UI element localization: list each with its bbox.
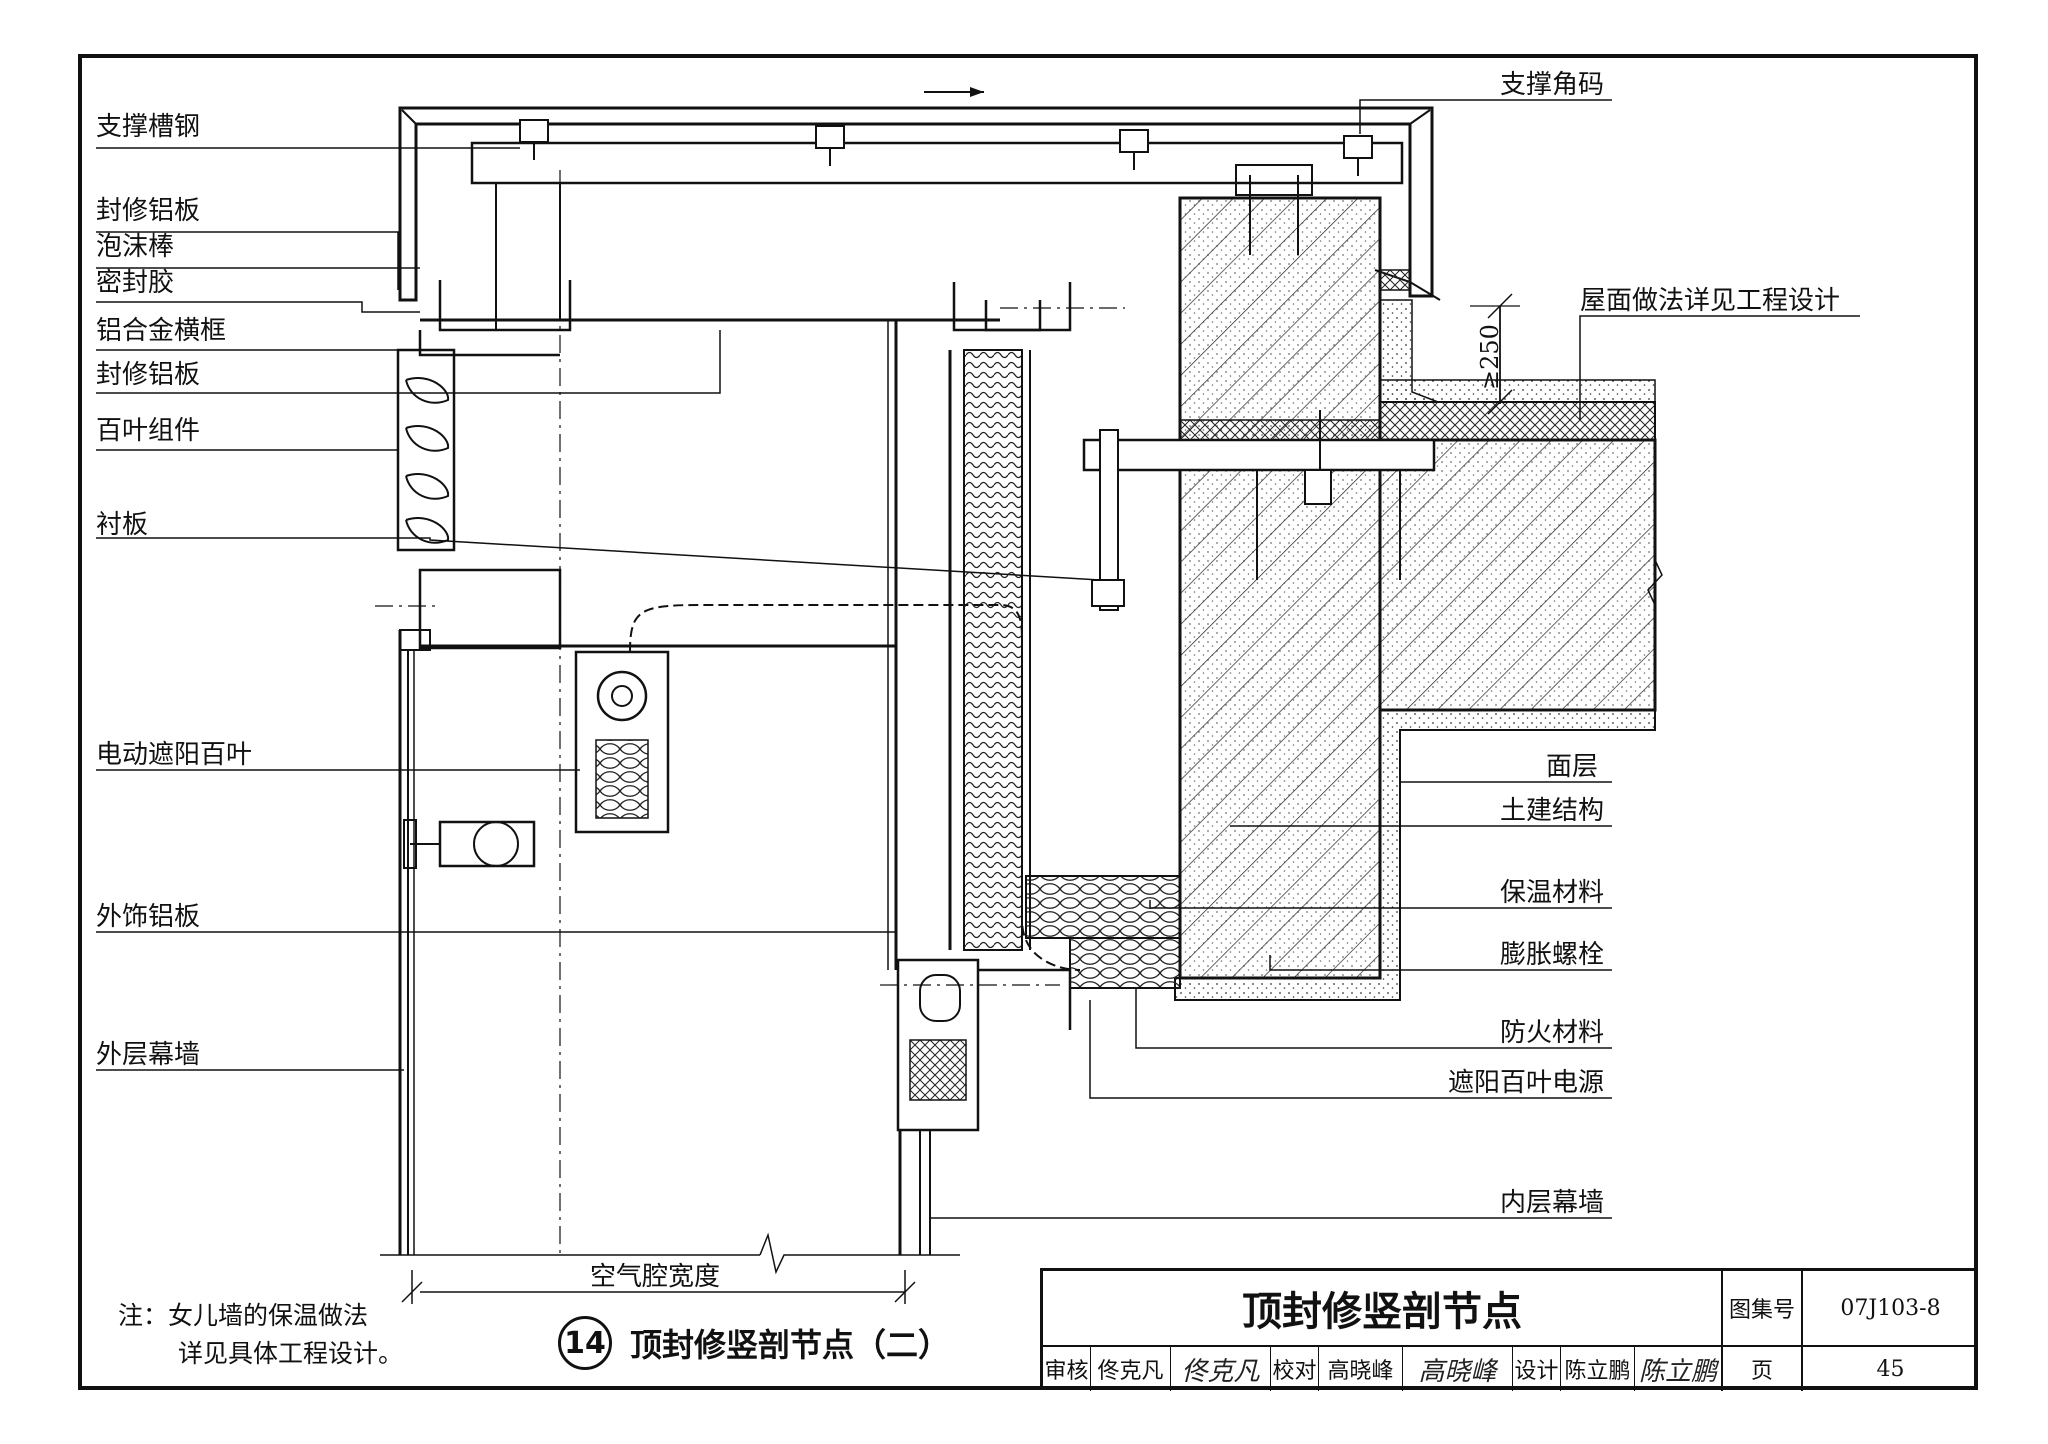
label-foam-rod: 泡沫棒 — [96, 232, 175, 262]
atlas-number: 07J103-8 — [1803, 1271, 1978, 1347]
title-block: 顶封修竖剖节点 图集号 07J103-8 审核 佟克凡 佟克凡 校对 高晓峰 高… — [1040, 1268, 1978, 1391]
label-transom: 铝合金横框 — [96, 316, 227, 346]
label-motor-blind: 电动遮阳百叶 — [96, 740, 253, 770]
label-outer-wall: 外层幕墙 — [96, 1040, 201, 1070]
fireproof-block — [1069, 937, 1181, 989]
detail-number-badge: 14 — [558, 1316, 612, 1370]
check-label: 校对 — [1271, 1347, 1319, 1391]
label-backing-plate: 衬板 — [96, 510, 149, 540]
power-cable — [629, 604, 1081, 971]
label-trim-panel-1: 封修铝板 — [96, 196, 201, 226]
designer-signature: 陈立鹏 — [1635, 1347, 1723, 1391]
roof-buildup — [1379, 401, 1656, 441]
checker-signature: 高晓峰 — [1403, 1347, 1513, 1391]
label-fireproof: 防火材料 — [1500, 1018, 1605, 1048]
label-trim-panel-2: 封修铝板 — [96, 360, 201, 390]
label-support-channel: 支撑槽钢 — [96, 112, 201, 142]
label-angle-bracket: 支撑角码 — [1500, 70, 1605, 100]
reviewer-name: 佟克凡 — [1091, 1347, 1171, 1391]
label-sealant: 密封胶 — [96, 268, 175, 298]
title-block-title: 顶封修竖剖节点 — [1043, 1271, 1723, 1347]
transom-box — [418, 568, 562, 650]
page-number: 45 — [1876, 1356, 1905, 1382]
label-anchor-bolt: 膨胀螺栓 — [1500, 940, 1605, 970]
label-inner-wall: 内层幕墙 — [1500, 1188, 1605, 1218]
bracket-clips — [519, 119, 1373, 176]
insulation-blanket — [1025, 875, 1181, 939]
label-roof: 屋面做法详见工程设计 — [1580, 286, 1841, 316]
label-blind-power: 遮阳百叶电源 — [1448, 1068, 1605, 1098]
label-structure: 土建结构 — [1500, 796, 1605, 826]
label-outer-panel: 外饰铝板 — [96, 902, 201, 932]
drawing-frame — [78, 54, 1978, 1390]
page-label: 页 — [1723, 1347, 1803, 1391]
label-finish: 面层 — [1546, 752, 1599, 782]
design-label: 设计 — [1513, 1347, 1561, 1391]
blind-housing — [574, 650, 670, 834]
atlas-label: 图集号 — [1723, 1271, 1803, 1347]
vertical-insulation — [963, 349, 1023, 951]
label-insulation: 保温材料 — [1500, 878, 1605, 908]
detail-caption: 顶封修竖剖节点（二） — [630, 1326, 951, 1364]
review-label: 审核 — [1043, 1347, 1091, 1391]
inner-mullion — [896, 958, 980, 1132]
label-louver: 百叶组件 — [96, 416, 201, 446]
reviewer-signature: 佟克凡 — [1171, 1347, 1271, 1391]
note-line-1: 注：女儿墙的保温做法 — [118, 1301, 369, 1330]
steel-plate — [1082, 438, 1436, 472]
support-channel — [470, 141, 1404, 185]
checker-name: 高晓峰 — [1319, 1347, 1403, 1391]
designer-name: 陈立鹏 — [1561, 1347, 1635, 1391]
dimension-250: ≥250 — [1476, 324, 1504, 390]
note-line-2: 详见具体工程设计。 — [178, 1339, 404, 1368]
cavity-width-label: 空气腔宽度 — [590, 1262, 721, 1292]
